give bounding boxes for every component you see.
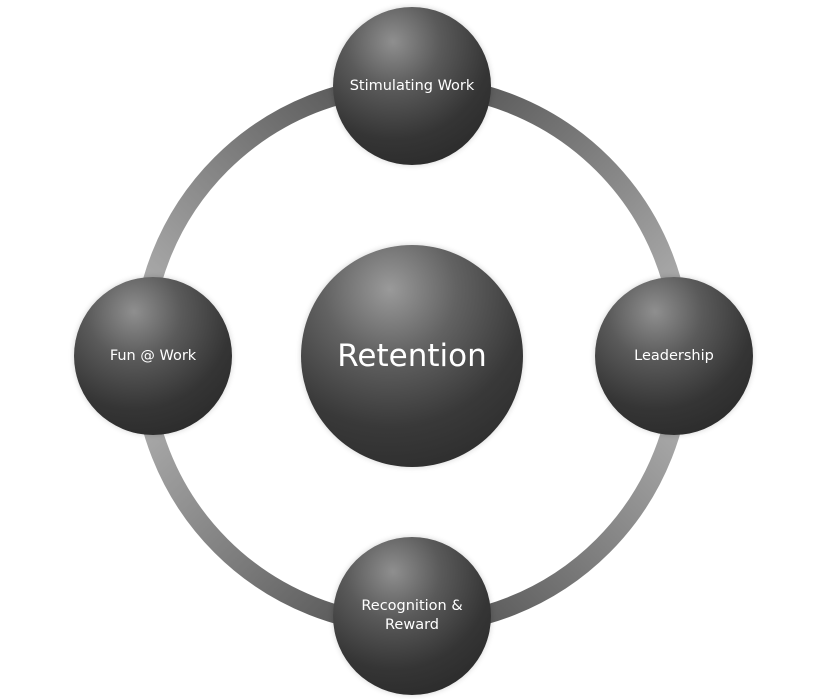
node-stimulating-work: Stimulating Work [333, 7, 491, 165]
center-node-retention: Retention [301, 245, 523, 467]
node-fun-at-work: Fun @ Work [74, 277, 232, 435]
center-label: Retention [337, 338, 487, 374]
node-recognition-reward: Recognition & Reward [333, 537, 491, 695]
node-label: Stimulating Work [349, 77, 475, 94]
node-leadership: Leadership [595, 277, 753, 435]
node-label: Recognition & Reward [361, 598, 463, 633]
node-label: Leadership [634, 347, 714, 364]
node-label: Fun @ Work [109, 347, 197, 364]
